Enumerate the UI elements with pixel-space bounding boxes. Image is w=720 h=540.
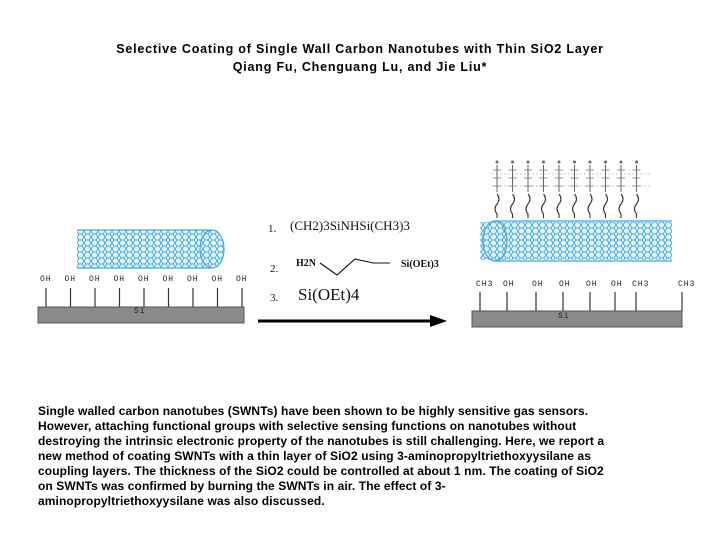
chain-linker: [525, 193, 531, 218]
left-surface-group: OH: [212, 275, 224, 284]
abstract-line: coupling layers. The thickness of the Si…: [38, 464, 604, 478]
right-surface-group: OH: [532, 280, 544, 289]
reagent-2-chain: [319, 258, 390, 276]
left-surface-group: OH: [163, 275, 175, 284]
reagent-3-formula: Si(OEt)4: [298, 285, 360, 304]
chain-linker: [509, 193, 516, 218]
abstract-line: However, attaching functional groups wit…: [38, 419, 577, 433]
left-surface-groups: OH OH OH OH OH OH OH OH OH: [40, 275, 248, 284]
chain-atom: [495, 160, 499, 164]
chain-atom: [542, 160, 545, 164]
left-surface-group: OH: [114, 275, 126, 284]
title-block: Selective Coating of Single Wall Carbon …: [0, 40, 720, 76]
chain-linker: [618, 193, 624, 218]
right-surface-group: OH: [586, 280, 598, 289]
reagent-1-number: 1.: [268, 223, 277, 235]
reagent-2-silane: Si(OEt)3: [401, 259, 439, 270]
abstract-line: on SWNTs was confirmed by burning the SW…: [38, 479, 446, 493]
chain-linker: [602, 193, 609, 218]
left-surface-group: OH: [187, 275, 199, 284]
reagent-2-number: 2.: [270, 263, 279, 275]
paper-authors: Qiang Fu, Chenguang Lu, and Jie Liu*: [232, 60, 488, 74]
right-surface-group: OH: [559, 280, 571, 289]
chain-atom: [635, 160, 638, 164]
abstract-line: new method of coating SWNTs with a thin …: [38, 449, 592, 463]
reagent-3-number: 3.: [270, 292, 279, 304]
right-panel: CH3 OH OH OH OH OH CH3 CH3 Si: [471, 160, 695, 328]
chain-atom: [526, 160, 530, 164]
right-surface-groups: CH3 OH OH OH OH OH CH3 CH3: [476, 280, 695, 289]
abstract-line: aminopropyltriethoxyysilane was also dis…: [38, 494, 325, 508]
chain-linker: [556, 193, 562, 218]
chain-atom: [604, 160, 607, 164]
chain-atom: [511, 160, 514, 164]
chain-atom: [588, 160, 592, 164]
reagent-1-formula: (CH2)3SiNHSi(CH3)3: [290, 218, 410, 233]
right-surface-group: OH: [611, 280, 623, 289]
reaction-arrow: [258, 315, 447, 327]
chain-linker: [540, 193, 547, 218]
schematic-figure: OH OH OH OH OH OH OH OH OH Si 1. (CH2)3SiNHSi(CH…: [37, 160, 695, 328]
paper-title: Selective Coating of Single Wall Carbon …: [116, 42, 604, 56]
chain-atom: [619, 160, 623, 164]
left-surface-group: OH: [89, 275, 101, 284]
chain-linker: [494, 193, 500, 218]
right-surface-group: CH3: [678, 280, 695, 289]
left-surface-group: OH: [40, 275, 52, 284]
left-surface-group: OH: [65, 275, 77, 284]
right-substrate-label: Si: [558, 312, 570, 321]
reagent-list: 1. (CH2)3SiNHSi(CH3)3 2. H2N Si(OEt)3 3.…: [268, 218, 439, 304]
reagent-2-amine: H2N: [296, 258, 317, 269]
right-surface-group: CH3: [632, 280, 649, 289]
abstract-line: destroying the intrinsic electronic prop…: [38, 434, 605, 448]
left-substrate: [37, 306, 245, 324]
right-surface-group: CH3: [476, 280, 493, 289]
right-functional-chains: [492, 160, 650, 218]
abstract: Single walled carbon nanotubes (SWNTs) h…: [38, 404, 688, 509]
left-surface-group: OH: [236, 275, 248, 284]
right-surface-group: OH: [503, 280, 515, 289]
chain-atom: [573, 160, 576, 164]
left-surface-group: OH: [138, 275, 150, 284]
chain-atom: [557, 160, 561, 164]
left-substrate-label: Si: [134, 307, 146, 316]
chain-linker: [587, 193, 593, 218]
right-nanotube: [480, 220, 672, 262]
chain-linker: [633, 193, 640, 218]
right-substrate: [471, 310, 683, 328]
chain-linker: [571, 193, 578, 218]
left-panel: OH OH OH OH OH OH OH OH OH Si: [37, 229, 248, 324]
left-nanotube: [77, 229, 225, 269]
right-surface-bonds: [479, 292, 683, 311]
left-surface-bonds: [45, 288, 243, 307]
abstract-line: Single walled carbon nanotubes (SWNTs) h…: [38, 404, 589, 418]
